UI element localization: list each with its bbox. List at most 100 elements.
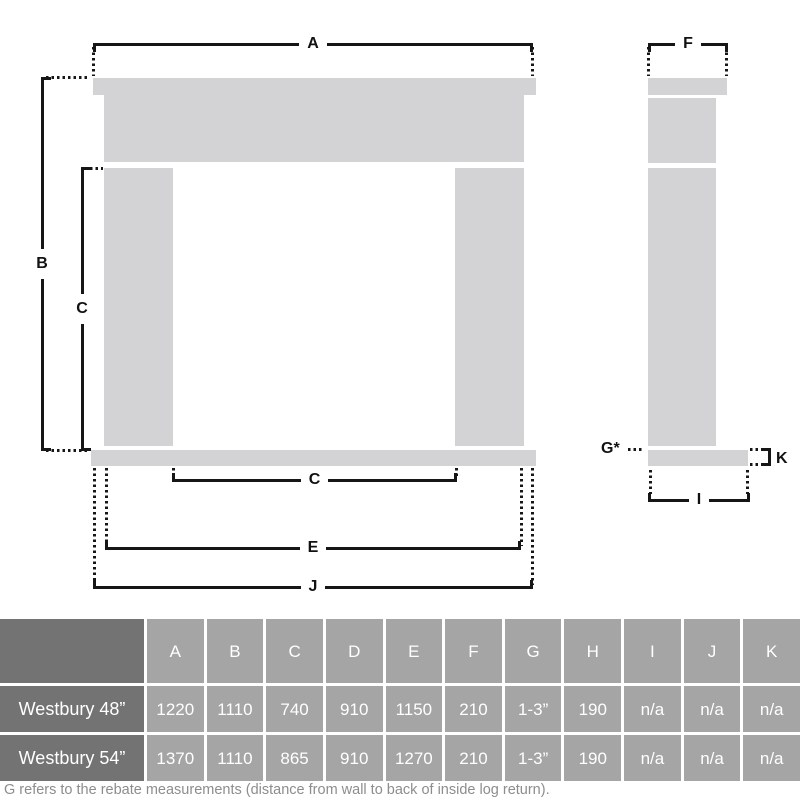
table-row-name: Westbury 48” [0, 686, 144, 732]
table-header-e: E [385, 619, 443, 683]
dotted-extension-line [90, 167, 103, 170]
dotted-extension-line [750, 463, 761, 466]
table-cell: 1-3” [504, 735, 562, 781]
dimension-line [648, 498, 689, 502]
dotted-extension-line [105, 468, 108, 546]
dotted-extension-line [531, 47, 534, 76]
dimension-c-width-label: C [308, 471, 321, 488]
dimension-b-label: B [36, 255, 48, 272]
front-view-hearth [91, 450, 536, 466]
dotted-extension-line [92, 47, 95, 76]
side-view-frieze [648, 98, 716, 163]
dotted-extension-line [46, 449, 88, 452]
dimension-e-label: E [307, 539, 319, 556]
dotted-extension-line [455, 468, 458, 478]
k-bracket [768, 448, 771, 466]
table-header-k: K [743, 619, 800, 683]
table-cell: n/a [624, 686, 681, 732]
dimension-line [326, 546, 522, 550]
k-bracket-top-arm [761, 448, 771, 451]
dotted-extension-line [746, 470, 749, 494]
dimension-f: F [648, 34, 728, 54]
dotted-extension-line [531, 468, 534, 585]
table-header-d: D [325, 619, 383, 683]
table-row-name: Westbury 54” [0, 735, 144, 781]
front-view-frieze [104, 95, 524, 162]
front-view-right-leg [455, 168, 524, 446]
dimension-e: E [105, 538, 522, 558]
dotted-extension-line [172, 468, 175, 478]
table-cell: 210 [445, 735, 502, 781]
dimension-line [80, 324, 84, 451]
side-view-leg [648, 168, 716, 446]
dimension-line [105, 546, 300, 550]
dimension-line [172, 478, 301, 482]
table-cell: 1110 [206, 686, 264, 732]
table-cell: 1370 [147, 735, 204, 781]
dotted-extension-line [725, 47, 728, 76]
dimension-k-label: K [776, 450, 788, 467]
dimension-line [40, 77, 44, 249]
dimension-i: I [648, 490, 751, 510]
table-cell: 210 [445, 686, 502, 732]
table-header-b: B [206, 619, 264, 683]
table-cell: 740 [266, 686, 323, 732]
table-header-h: H [564, 619, 622, 683]
table-cell: 190 [564, 686, 622, 732]
dimension-a-label: A [307, 35, 319, 52]
table-cell: n/a [624, 735, 681, 781]
dimension-line [93, 585, 301, 589]
dotted-extension-line [46, 76, 90, 79]
dimension-line [325, 585, 533, 589]
front-view-left-leg [104, 168, 173, 446]
table-header-i: I [624, 619, 681, 683]
dimensions-table: A B C D E F G H I J K Westbury 48” 1220 … [0, 619, 800, 781]
dimension-j-label: J [308, 578, 318, 595]
footnote: G refers to the rebate measurements (dis… [4, 782, 550, 798]
dimension-i-label: I [696, 491, 702, 508]
table-cell: n/a [743, 686, 800, 732]
dimension-end-tick [40, 448, 51, 451]
dimension-c-height: C [72, 167, 92, 451]
table-cell: 1220 [147, 686, 204, 732]
dimension-end-tick [518, 540, 521, 550]
dotted-extension-line [628, 448, 644, 451]
front-view-shelf [93, 78, 536, 95]
table-cell: 1110 [206, 735, 264, 781]
dotted-extension-line [520, 468, 523, 546]
dotted-extension-line [750, 448, 761, 451]
table-cell: n/a [683, 686, 741, 732]
dimension-end-tick [40, 77, 51, 80]
dimension-end-tick [648, 42, 651, 52]
dotted-extension-line [93, 468, 96, 585]
table-cell: n/a [683, 735, 741, 781]
table-corner-cell [0, 619, 144, 683]
dotted-extension-line [647, 47, 650, 76]
dimension-b: B [32, 77, 52, 451]
table-header-j: J [683, 619, 741, 683]
table-header-c: C [266, 619, 323, 683]
dimension-end-tick [93, 42, 96, 52]
table-cell: 1-3” [504, 686, 562, 732]
table-cell: 1270 [385, 735, 443, 781]
dimension-line [93, 42, 300, 46]
table-cell: 865 [266, 735, 323, 781]
dimension-c-height-label: C [76, 300, 88, 317]
dimension-line [326, 42, 533, 46]
table-header-a: A [147, 619, 204, 683]
side-view-shelf [648, 78, 727, 95]
dimension-line [328, 478, 457, 482]
k-bracket-bottom-arm [761, 463, 771, 466]
table-cell: 190 [564, 735, 622, 781]
dimension-a: A [93, 34, 533, 54]
dimension-line [700, 42, 728, 46]
table-cell: 910 [325, 686, 383, 732]
table-header-f: F [445, 619, 502, 683]
table-cell: 1150 [385, 686, 443, 732]
table-cell: n/a [743, 735, 800, 781]
dimension-end-tick [747, 492, 750, 502]
side-view-hearth [648, 450, 748, 466]
dimension-line [80, 167, 84, 294]
dimension-line [40, 279, 44, 451]
